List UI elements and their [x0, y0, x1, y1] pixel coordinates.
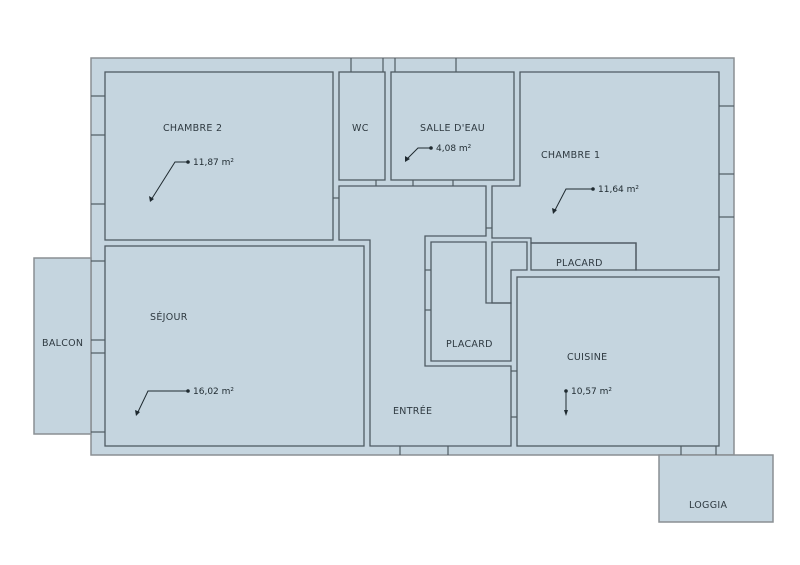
label-entree: ENTRÉE: [393, 405, 432, 417]
area-callout-chambre-2: 11,87 m²: [149, 158, 234, 202]
area-callout-sejour: 16,02 m²: [135, 387, 234, 416]
label-wc: WC: [352, 123, 369, 134]
label-sejour: SÉJOUR: [150, 311, 188, 323]
left-windows: [91, 95, 105, 433]
room-placard-chambre: [530, 242, 637, 271]
room-cuisine: [516, 276, 720, 447]
right-windows: [719, 105, 734, 218]
label-chambre-1: CHAMBRE 1: [541, 150, 600, 161]
room-entree: [338, 185, 512, 447]
area-salle-d-eau: 4,08 m²: [436, 144, 472, 154]
area-callout-cuisine: 10,57 m²: [564, 387, 612, 416]
area-sejour: 16,02 m²: [193, 387, 234, 397]
room-chambre-2: [104, 71, 334, 241]
building-shell: [90, 57, 735, 456]
label-placard-entree: PLACARD: [446, 339, 493, 350]
label-chambre-2: CHAMBRE 2: [163, 123, 222, 134]
label-loggia: LOGGIA: [689, 500, 727, 511]
label-balcon: BALCON: [42, 338, 83, 349]
area-cuisine: 10,57 m²: [571, 387, 612, 397]
area-callout-salle-d-eau: 4,08 m²: [405, 144, 472, 162]
area-chambre-1: 11,64 m²: [598, 185, 639, 195]
bottom-windows: [399, 446, 717, 455]
room-sejour: [104, 245, 365, 447]
technical-shaft: [491, 241, 528, 304]
room-wc: [338, 71, 386, 181]
label-placard-chambre: PLACARD: [556, 258, 603, 269]
label-salle-d-eau: SALLE D'EAU: [420, 123, 485, 134]
balcon-area: [33, 257, 92, 435]
top-windows: [350, 58, 457, 72]
area-callout-chambre-1: 11,64 m²: [552, 185, 639, 214]
area-chambre-2: 11,87 m²: [193, 158, 234, 168]
label-cuisine: CUISINE: [567, 352, 607, 363]
loggia-area: [658, 454, 774, 523]
